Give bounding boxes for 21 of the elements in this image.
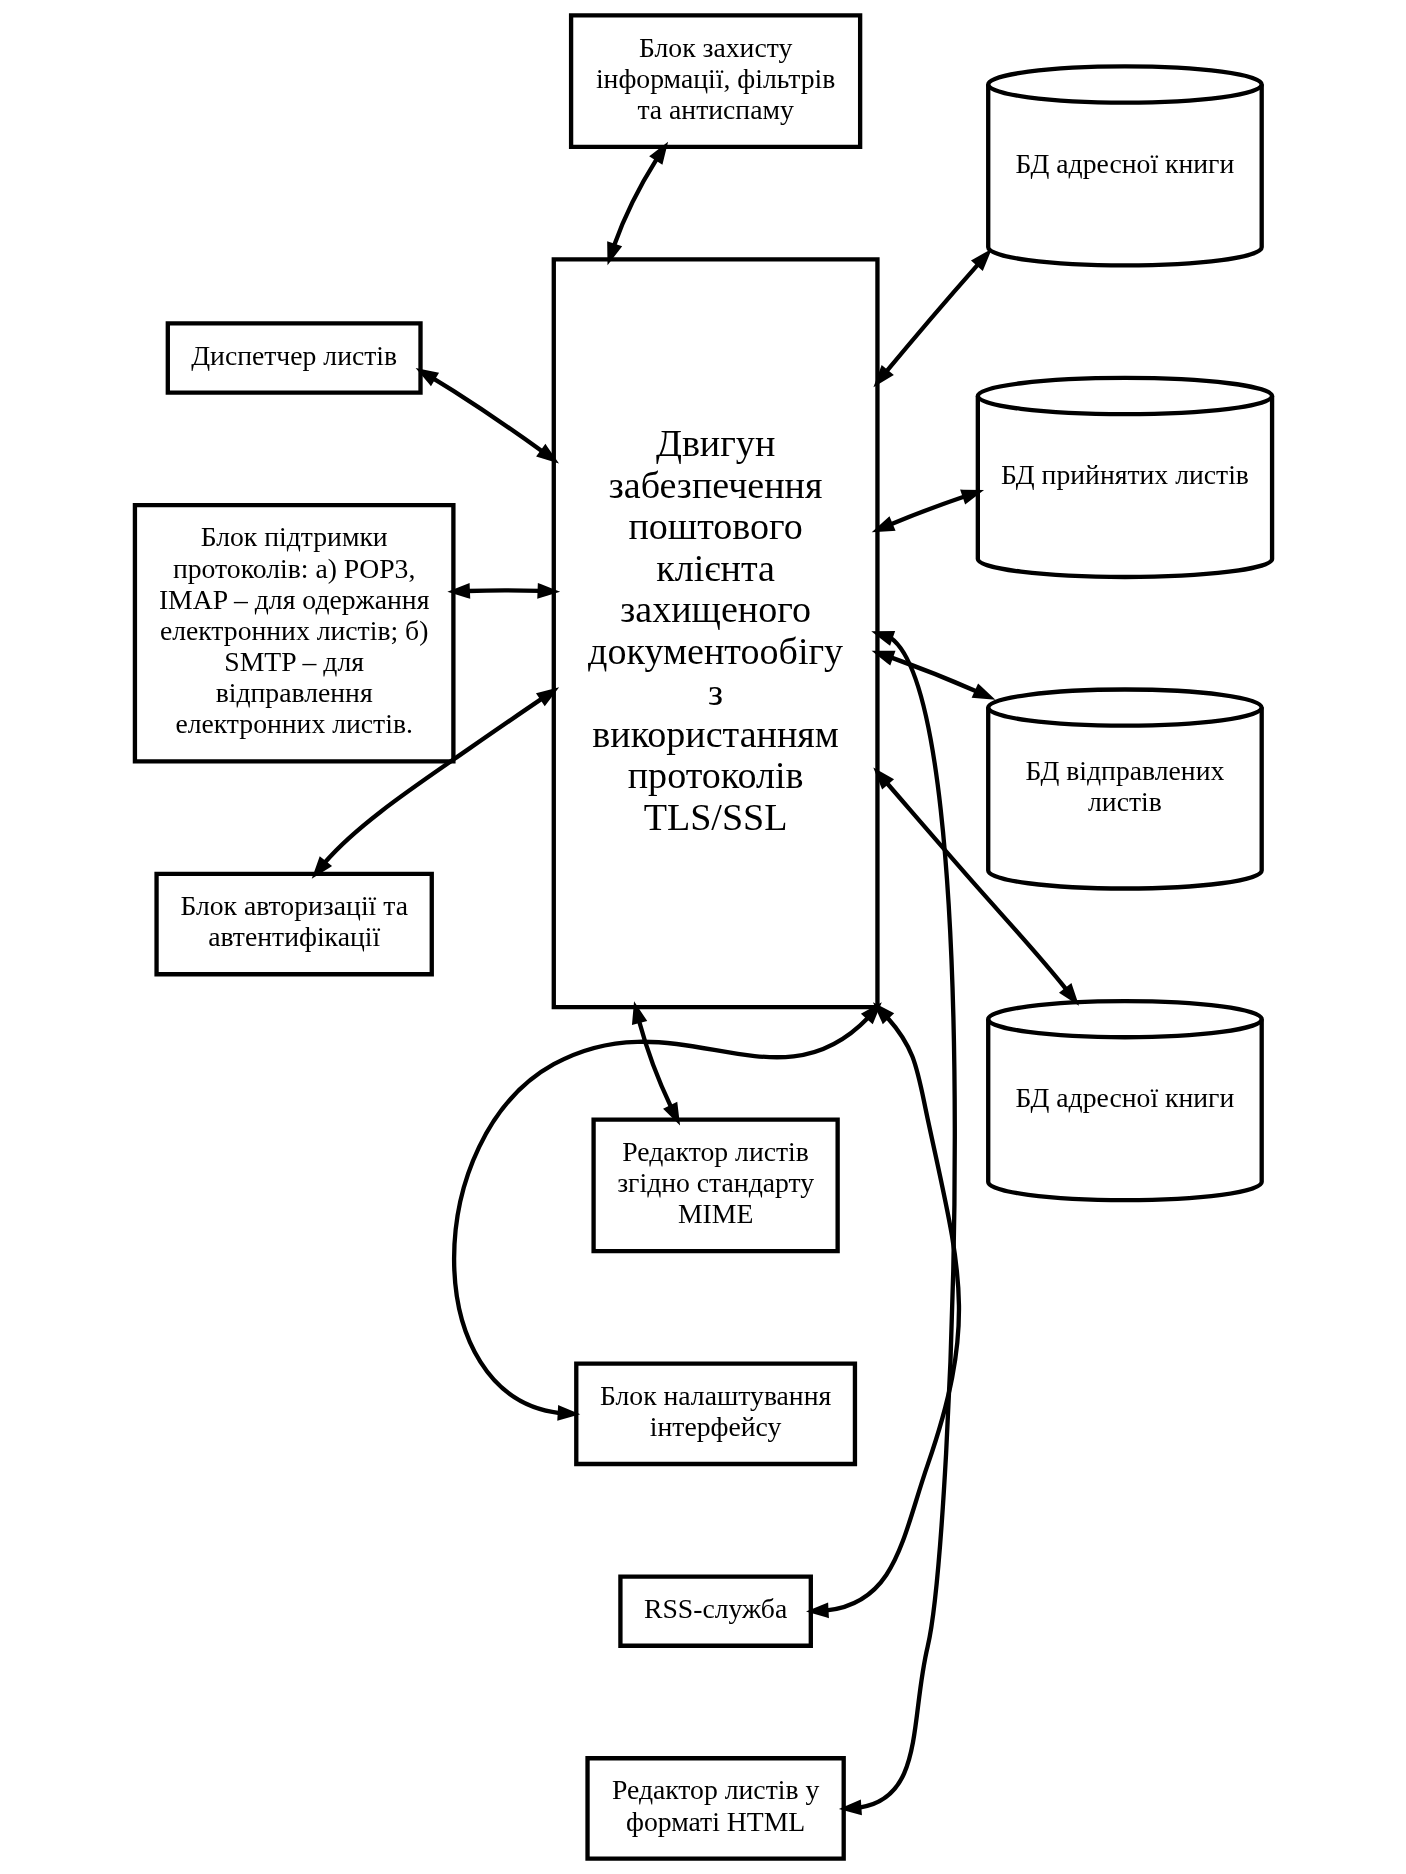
arrow <box>446 582 560 599</box>
arrow <box>805 1002 961 1619</box>
node-box: Двигун забезпечення поштового клієнта захищеного документообігу з використанням протоколів TLS/SSL <box>551 257 880 1010</box>
arrow <box>631 1001 680 1126</box>
arrow <box>872 248 992 388</box>
node-box: Редактор листів у форматі HTML <box>584 1756 846 1861</box>
node-box: Блок налаштування інтерфейсу <box>573 1361 857 1467</box>
arrow <box>415 367 559 464</box>
arrow <box>606 141 668 266</box>
node-box: Диспетчер листів <box>165 321 423 395</box>
arrow <box>838 630 957 1816</box>
node-box: RSS-служба <box>617 1574 813 1648</box>
node-box: Блок авторизації та автентифікації <box>153 871 434 977</box>
node-box: Блок підтримки протоколів: а) POP3, IMAP – для одержання електронних листів; б) SMTP – для відправлення електронних листів. <box>132 503 456 764</box>
arrow <box>872 767 1079 1006</box>
arrow <box>871 489 984 533</box>
arrow <box>451 1002 882 1421</box>
node-box: Блок захисту інформації, фільтрів та антиспаму <box>568 13 862 150</box>
arrow <box>871 650 995 700</box>
node-box: Редактор листів згідно стандарту MIME <box>590 1117 840 1254</box>
arrow <box>311 687 559 879</box>
